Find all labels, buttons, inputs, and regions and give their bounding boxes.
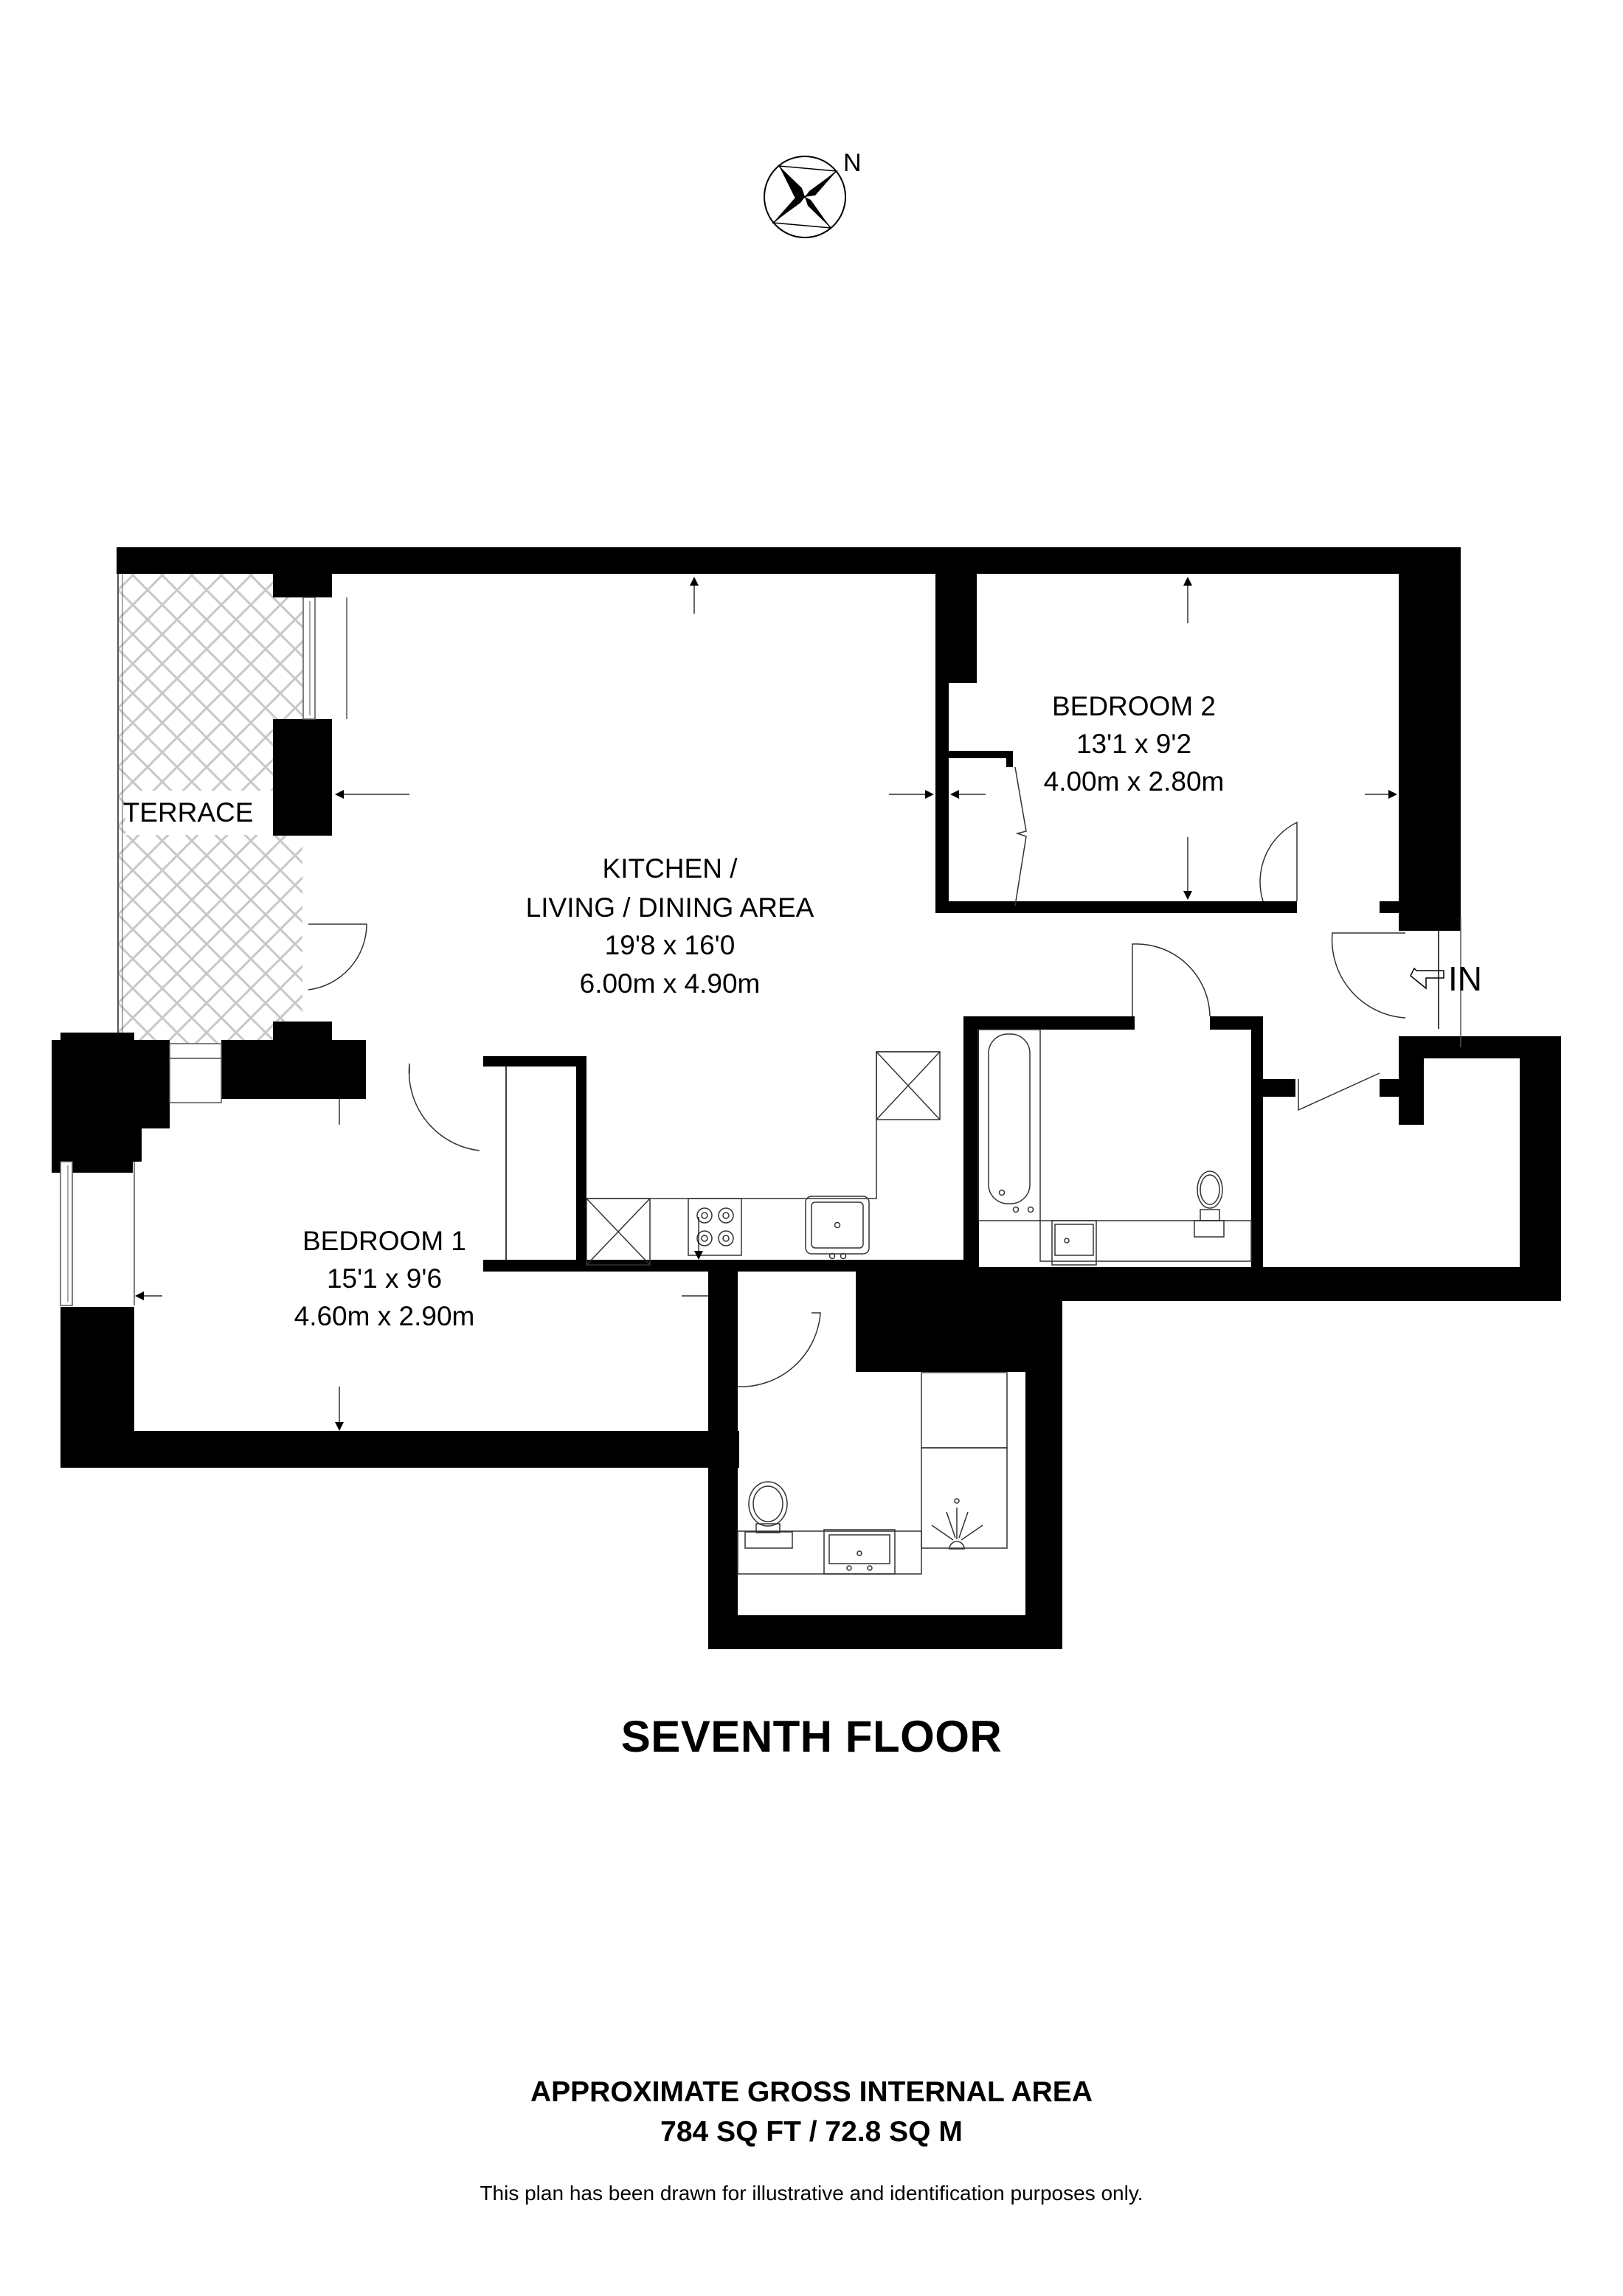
room-label-bedroom2: BEDROOM 2 13'1 x 9'2 4.00m x 2.80m (1044, 691, 1225, 797)
windows (60, 597, 347, 1306)
hob-icon (688, 1198, 742, 1256)
entrance-arrow-icon (1410, 967, 1444, 990)
entrance-label: IN (1448, 960, 1482, 998)
north-label: N (843, 149, 862, 177)
bathroom1-fixtures (737, 1372, 1008, 1575)
doors (308, 766, 1461, 1387)
entrance-door (1331, 932, 1406, 1019)
room-label-kitchen: KITCHEN / LIVING / DINING AREA 19'8 x 16… (526, 853, 814, 999)
svg-text:15'1 x 9'6: 15'1 x 9'6 (327, 1263, 442, 1294)
floor-title: SEVENTH FLOOR (620, 1712, 1003, 1761)
svg-text:4.00m x 2.80m: 4.00m x 2.80m (1044, 766, 1225, 797)
bedroom1-door (408, 1063, 480, 1151)
room-label-bedroom1: BEDROOM 1 15'1 x 9'6 4.60m x 2.90m (294, 1226, 475, 1331)
disclaimer: This plan has been drawn for illustrativ… (480, 2182, 1143, 2205)
kitchen-sink-icon (805, 1196, 870, 1260)
svg-text:19'8 x 16'0: 19'8 x 16'0 (605, 930, 736, 960)
cupboard-door (1298, 1072, 1380, 1111)
svg-text:6.00m x 4.90m: 6.00m x 4.90m (580, 968, 761, 999)
basin-icon (1051, 1220, 1097, 1266)
gross-area-value: 784 SQ FT / 72.8 SQ M (660, 2116, 963, 2148)
bathroom1-door (737, 1312, 821, 1387)
svg-text:BEDROOM 1: BEDROOM 1 (302, 1226, 466, 1256)
terrace-area (117, 572, 302, 1055)
toilet-icon (1194, 1170, 1225, 1238)
svg-text:LIVING / DINING AREA: LIVING / DINING AREA (526, 892, 814, 923)
walls (52, 547, 1561, 1649)
terrace-door (308, 923, 367, 991)
dimension-arrows (135, 577, 1397, 1431)
svg-text:4.60m x 2.90m: 4.60m x 2.90m (294, 1301, 475, 1331)
svg-text:TERRACE: TERRACE (123, 797, 254, 828)
toilet-icon (744, 1481, 793, 1549)
compass-rose-icon (764, 156, 846, 238)
kitchen-units (586, 1051, 941, 1266)
shower-icon (931, 1498, 983, 1550)
svg-text:13'1 x 9'2: 13'1 x 9'2 (1076, 729, 1191, 759)
wardrobe-door (1014, 766, 1027, 906)
room-label-terrace: TERRACE (123, 797, 254, 828)
gross-area: APPROXIMATE GROSS INTERNAL AREA 784 SQ F… (0, 2073, 1623, 2152)
basin-icon (823, 1529, 896, 1575)
bathtub-icon (988, 1033, 1031, 1204)
bedroom2-door (1259, 821, 1298, 902)
svg-text:BEDROOM 2: BEDROOM 2 (1052, 691, 1216, 721)
gross-area-title: APPROXIMATE GROSS INTERNAL AREA (530, 2076, 1093, 2108)
svg-text:KITCHEN /: KITCHEN / (603, 853, 738, 884)
bathroom2-fixtures (977, 1029, 1252, 1266)
bathroom2-door (1132, 943, 1211, 1017)
